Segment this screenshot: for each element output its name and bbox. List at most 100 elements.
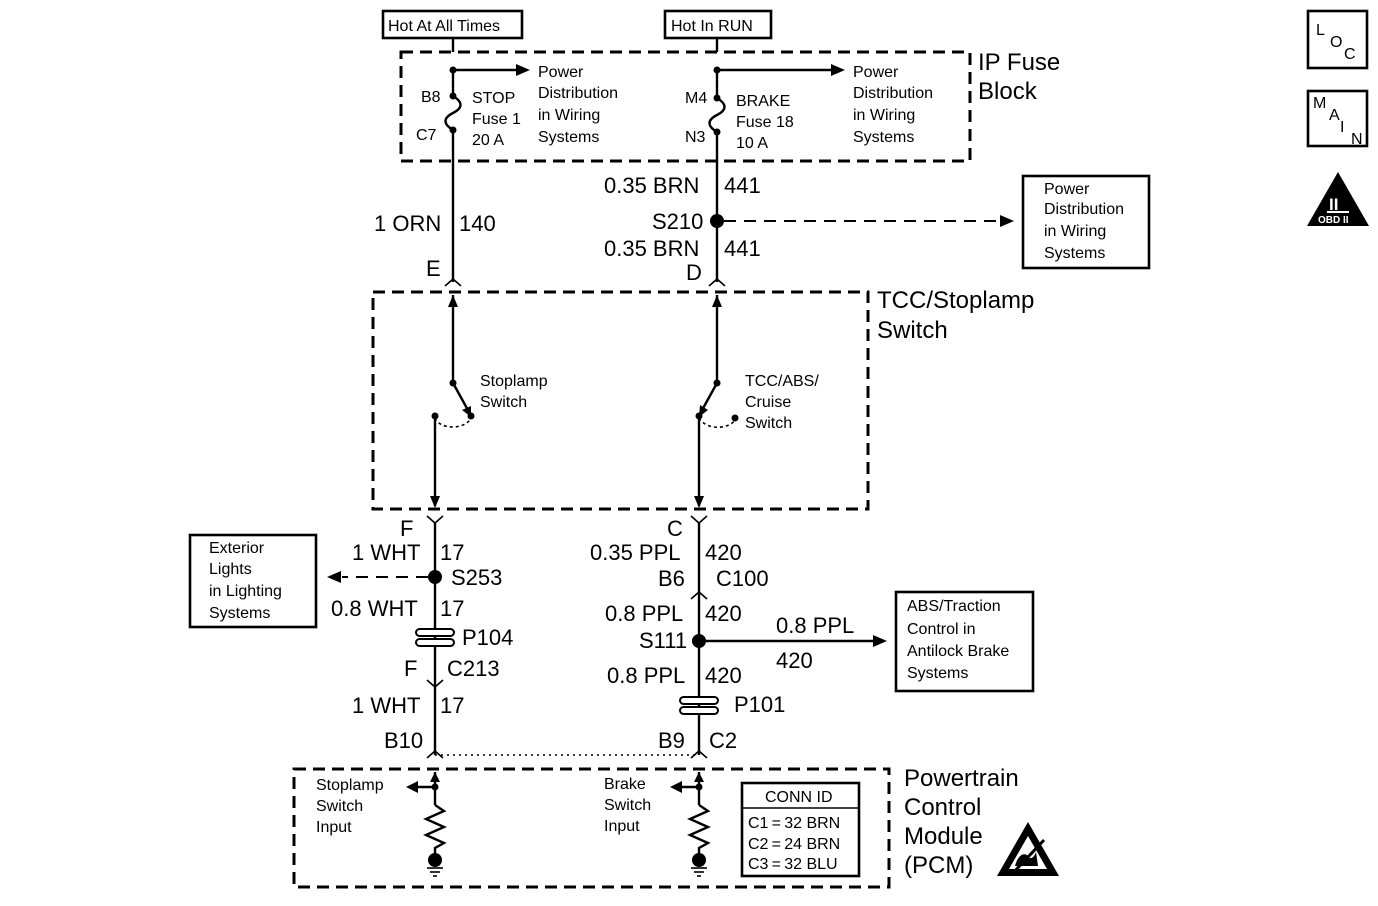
- svg-text:Input: Input: [604, 818, 640, 835]
- svg-text:Systems: Systems: [209, 605, 270, 622]
- tcc-switch-icon: [699, 382, 719, 413]
- svg-text:Stoplamp: Stoplamp: [316, 777, 384, 794]
- wire-17-circuit: 17: [440, 540, 464, 565]
- tcc-switch-title: TCC/Stoplamp: [877, 287, 1034, 314]
- connector-e-icon: [444, 277, 462, 287]
- obd-ii-icon: II OBD II: [1307, 172, 1369, 226]
- pin-d: D: [686, 260, 702, 285]
- conn-id-row: C2 = 24 BRN: [748, 836, 840, 853]
- svg-text:10 A: 10 A: [736, 135, 768, 152]
- svg-text:Cruise: Cruise: [745, 394, 791, 411]
- svg-text:Power: Power: [853, 64, 899, 81]
- pin-b8: B8: [421, 89, 441, 106]
- wire-420-gauge: 0.35 PPL: [590, 540, 681, 565]
- svg-text:Systems: Systems: [538, 129, 599, 146]
- connector-c100-icon: [690, 590, 708, 600]
- svg-text:Exterior: Exterior: [209, 540, 265, 557]
- wire-420-branch-gauge: 0.8 PPL: [776, 613, 854, 638]
- svg-text:Hot At All Times: Hot At All Times: [388, 18, 500, 35]
- svg-text:Input: Input: [316, 819, 352, 836]
- svg-text:Systems: Systems: [1044, 245, 1105, 262]
- wire-420c-gauge: 0.8 PPL: [607, 663, 685, 688]
- ip-fuse-block-title: IP Fuse: [978, 49, 1060, 76]
- power-distribution-ref-s210: Power Distribution in Wiring Systems: [1021, 174, 1151, 270]
- svg-text:Fuse 18: Fuse 18: [736, 114, 794, 131]
- svg-text:O: O: [1330, 34, 1342, 51]
- splice-s210-label: S210: [652, 209, 703, 234]
- svg-text:Switch: Switch: [480, 394, 527, 411]
- loc-icon: L O C: [1306, 9, 1369, 70]
- svg-text:Distribution: Distribution: [853, 85, 933, 102]
- hot-in-run-label: Hot In RUN: [663, 9, 773, 40]
- stop-fuse-label: STOP Fuse 1 20 A: [472, 90, 521, 149]
- pin-e: E: [426, 256, 441, 281]
- svg-text:A: A: [1329, 107, 1340, 124]
- pcm-outline: [292, 767, 891, 889]
- svg-text:Switch: Switch: [604, 797, 651, 814]
- connector-d-icon: [708, 277, 726, 287]
- wire-420-branch-circuit: 420: [776, 648, 813, 673]
- wire-17c-gauge: 1 WHT: [352, 693, 420, 718]
- svg-text:I: I: [1340, 119, 1344, 136]
- connector-c213-icon: [426, 679, 444, 689]
- connector-f-icon: [426, 515, 444, 525]
- svg-text:BRAKE: BRAKE: [736, 93, 790, 110]
- wire-441b-circuit: 441: [724, 236, 761, 261]
- hot-at-all-times-label: Hot At All Times: [381, 9, 524, 40]
- svg-text:in Wiring: in Wiring: [853, 107, 915, 124]
- svg-text:Brake: Brake: [604, 776, 646, 793]
- arrow-icon: [831, 64, 845, 76]
- svg-text:C: C: [1344, 46, 1356, 63]
- svg-text:L: L: [1316, 22, 1325, 39]
- pin-n3: N3: [685, 129, 706, 146]
- wire-420c-circuit: 420: [705, 663, 742, 688]
- pass-through-p101-label: P101: [734, 692, 785, 717]
- esd-warning-icon: [997, 822, 1059, 876]
- wire-140-gauge: 1 ORN: [374, 211, 441, 236]
- wire-17c-circuit: 17: [440, 693, 464, 718]
- svg-text:Fuse 1: Fuse 1: [472, 111, 521, 128]
- tcc-switch-outline: [371, 290, 870, 511]
- svg-text:Powertrain: Powertrain: [904, 765, 1019, 792]
- wire-441b-gauge: 0.35 BRN: [604, 236, 699, 261]
- svg-text:II: II: [1329, 195, 1338, 214]
- wire-17-gauge: 1 WHT: [352, 540, 420, 565]
- abs-traction-ref: ABS/Traction Control in Antilock Brake S…: [894, 590, 1035, 693]
- pass-through-p101-icon: [679, 696, 719, 715]
- main-icon: M A I N: [1306, 89, 1369, 148]
- wire-17b-gauge: 0.8 WHT: [331, 596, 418, 621]
- svg-text:Systems: Systems: [853, 129, 914, 146]
- brake-fuse-icon: [708, 96, 726, 134]
- power-distribution-ref-right: Power Distribution in Wiring Systems: [853, 64, 933, 146]
- svg-text:M: M: [1313, 95, 1326, 112]
- splice-s210: [710, 214, 724, 228]
- pcm-title: Powertrain Control Module (PCM): [904, 765, 1019, 879]
- arrow-icon: [516, 64, 530, 76]
- conn-id-row: C1 = 32 BRN: [748, 815, 840, 832]
- ip-fuse-block-outline: [399, 50, 972, 163]
- brake-fuse-label: BRAKE Fuse 18 10 A: [736, 93, 794, 152]
- stoplamp-switch-icon: [451, 382, 471, 413]
- svg-text:Switch: Switch: [316, 798, 363, 815]
- connector-c213-label: C213: [447, 656, 500, 681]
- conn-id-header: CONN ID: [765, 789, 833, 806]
- resistor-icon: [687, 804, 711, 855]
- stoplamp-switch-input-label: Stoplamp Switch Input: [316, 777, 384, 836]
- wire-420b-gauge: 0.8 PPL: [605, 601, 683, 626]
- arrow-icon: [1000, 215, 1014, 227]
- power-distribution-ref-left: Power Distribution in Wiring Systems: [538, 64, 618, 146]
- svg-text:20 A: 20 A: [472, 132, 504, 149]
- pin-c7: C7: [416, 127, 437, 144]
- arrow-icon: [873, 635, 887, 647]
- connector-c2-label: C2: [709, 728, 737, 753]
- svg-text:TCC/ABS/: TCC/ABS/: [745, 373, 819, 390]
- svg-text:Lights: Lights: [209, 561, 252, 578]
- splice-s253: [428, 570, 442, 584]
- svg-text:Power: Power: [538, 64, 584, 81]
- svg-text:in Wiring: in Wiring: [1044, 223, 1106, 240]
- ip-fuse-block-title-2: Block: [978, 78, 1038, 105]
- svg-text:Control: Control: [904, 794, 981, 821]
- wire-420b-circuit: 420: [705, 601, 742, 626]
- pass-through-p104-icon: [415, 628, 455, 647]
- resistor-icon: [423, 804, 447, 855]
